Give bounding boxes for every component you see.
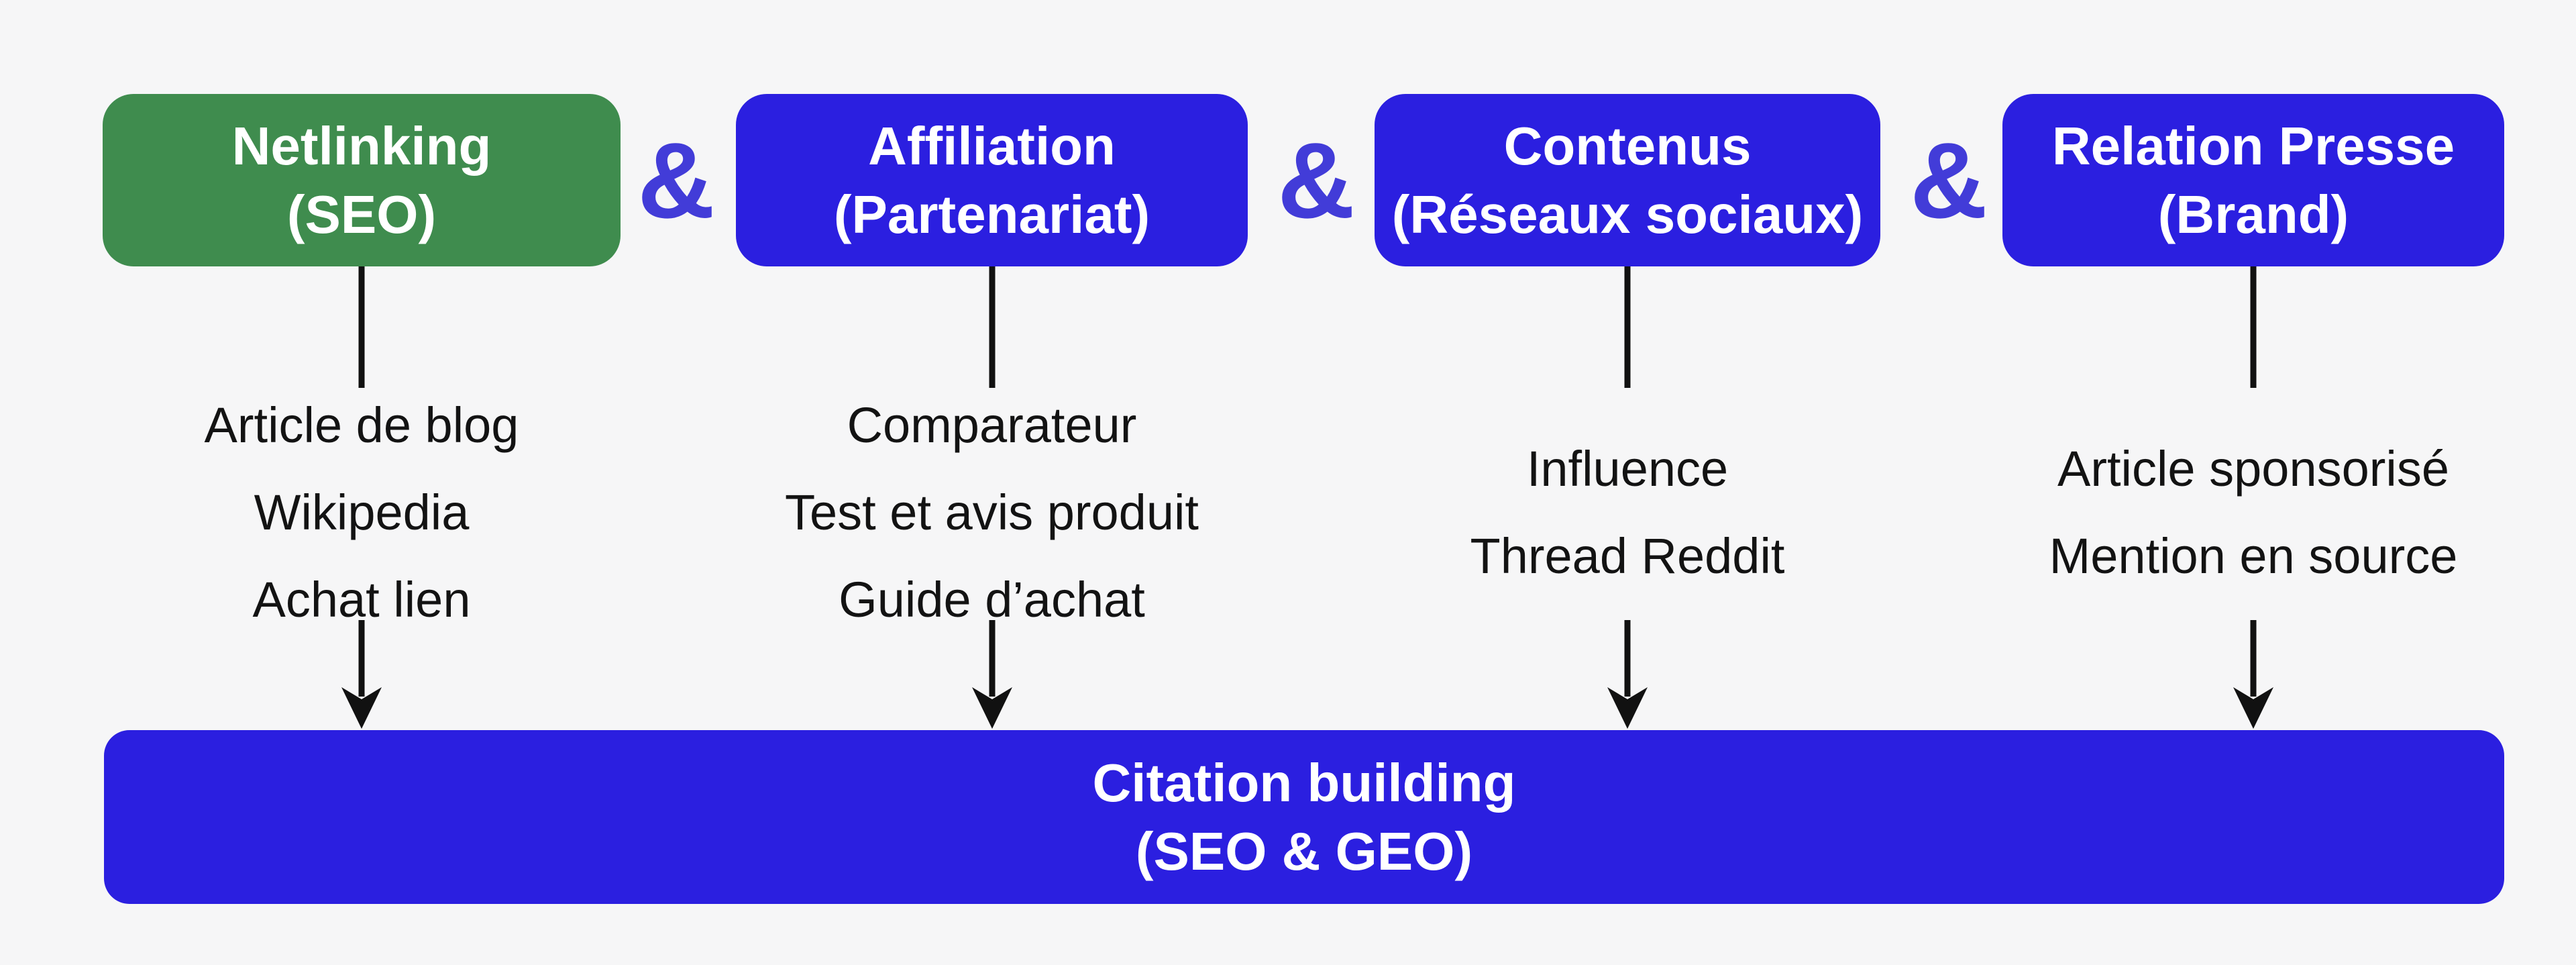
list-item: Influence (1526, 441, 1729, 497)
column-contenus: Contenus (Réseaux sociaux) Influence Thr… (1375, 0, 1880, 965)
footer-line1: Citation building (1092, 752, 1516, 813)
header-line2: (Partenariat) (833, 184, 1150, 244)
header-line1: Relation Presse (2051, 115, 2455, 176)
connector-line (358, 266, 365, 388)
header-line1: Contenus (1503, 115, 1752, 176)
list-item: Test et avis produit (785, 485, 1199, 540)
ampersand-separator: & (1277, 119, 1355, 240)
list-item: Wikipedia (254, 485, 470, 540)
item-list-contenus: Influence Thread Reddit (1348, 388, 1907, 638)
item-list-netlinking: Article de blog Wikipedia Achat lien (76, 388, 647, 638)
list-item: Thread Reddit (1470, 528, 1785, 584)
list-item: Article sponsorisé (2057, 441, 2449, 497)
ampersand-separator: & (637, 119, 715, 240)
column-netlinking: Netlinking (SEO) Article de blog Wikiped… (103, 0, 621, 965)
footer-line2: (SEO & GEO) (1135, 821, 1473, 881)
item-list-relation-presse: Article sponsorisé Mention en source (1976, 388, 2531, 638)
header-line1: Affiliation (868, 115, 1116, 176)
item-list-affiliation: Comparateur Test et avis produit Guide d… (709, 388, 1275, 638)
header-box-contenus: Contenus (Réseaux sociaux) (1375, 94, 1880, 266)
down-arrow-icon (1607, 620, 1648, 729)
header-line2: (SEO) (286, 184, 437, 244)
down-arrow-icon (971, 620, 1012, 729)
connector-line (2250, 266, 2257, 388)
ampersand-separator: & (1910, 119, 1988, 240)
list-item: Achat lien (252, 572, 471, 627)
header-line1: Netlinking (231, 115, 492, 176)
column-relation-presse: Relation Presse (Brand) Article sponsori… (2002, 0, 2504, 965)
list-item: Comparateur (847, 397, 1137, 453)
header-box-affiliation: Affiliation (Partenariat) (736, 94, 1248, 266)
header-box-netlinking: Netlinking (SEO) (103, 94, 621, 266)
list-item: Guide d’achat (839, 572, 1145, 627)
connector-line (1624, 266, 1631, 388)
header-line2: (Réseaux sociaux) (1391, 184, 1864, 244)
list-item: Mention en source (2049, 528, 2458, 584)
header-box-relation-presse: Relation Presse (Brand) (2002, 94, 2504, 266)
column-affiliation: Affiliation (Partenariat) Comparateur Te… (736, 0, 1248, 965)
down-arrow-icon (341, 620, 382, 729)
list-item: Article de blog (204, 397, 519, 453)
citation-building-bar: Citation building (SEO & GEO) (104, 730, 2504, 904)
down-arrow-icon (2233, 620, 2273, 729)
connector-line (989, 266, 995, 388)
header-line2: (Brand) (2157, 184, 2349, 244)
